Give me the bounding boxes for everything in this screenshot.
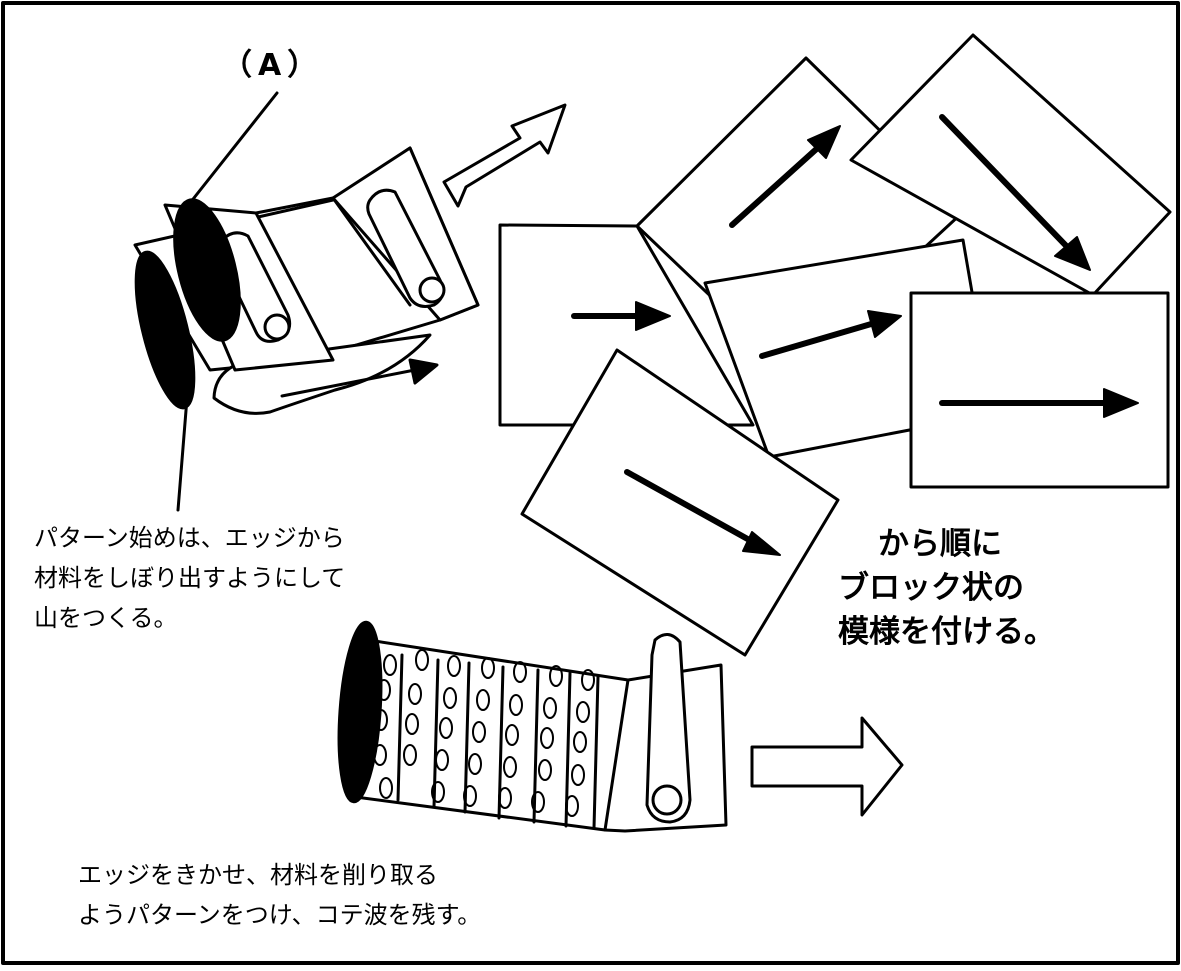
card-3	[849, 33, 1172, 297]
caption-bottom-line-1: エッジをきかせ、材料を削り取る	[78, 861, 438, 889]
caption-top-line-3: 山をつくる。	[34, 604, 178, 632]
outline-arrow-icon-top	[442, 103, 567, 208]
card-arrows	[571, 114, 1139, 556]
caption-top-line-2: 材料をしぼり出すようにして	[34, 564, 346, 592]
caption-top-line-1: パターン始めは、エッジから	[34, 524, 345, 552]
trowel-icon-bottom	[337, 620, 728, 833]
caption-right-line-2: ブロック状の	[838, 570, 1024, 606]
caption-right: から順に ブロック状の 模様を付ける。	[838, 522, 1055, 654]
card-5	[909, 291, 1170, 489]
leader-line-edge	[176, 396, 189, 512]
caption-right-line-1: から順に	[878, 526, 1002, 562]
card-1	[498, 223, 755, 427]
trowel-icon-top	[133, 91, 480, 512]
caption-right-line-3: 模様を付ける。	[838, 614, 1055, 650]
caption-bottom: エッジをきかせ、材料を削り取る ようパターンをつけ、コテ波を残す。	[78, 855, 481, 935]
outline-arrow-icon-bottom	[750, 716, 904, 817]
leader-line-a	[184, 91, 279, 210]
label-a: （A）	[222, 48, 324, 83]
caption-top: パターン始めは、エッジから 材料をしぼり出すようにして 山をつくる。	[34, 518, 345, 638]
caption-bottom-line-2: ようパターンをつけ、コテ波を残す。	[78, 901, 482, 929]
